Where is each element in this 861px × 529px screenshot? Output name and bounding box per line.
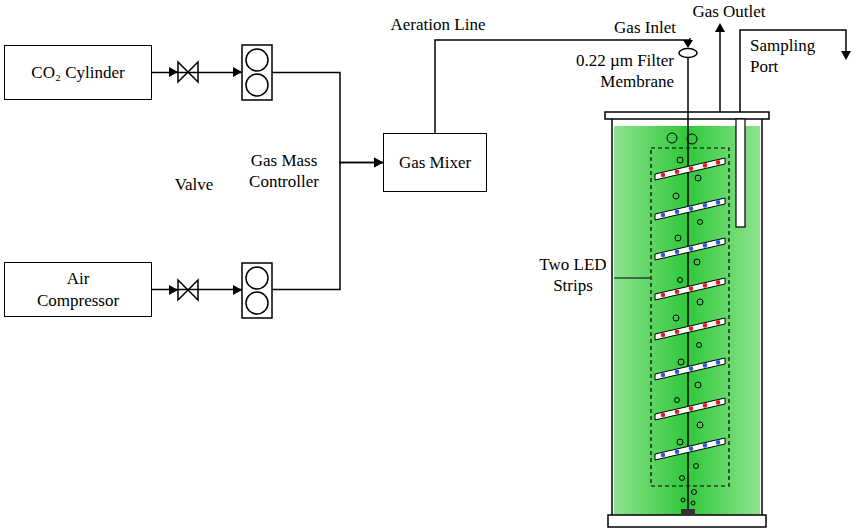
flow-arrowhead bbox=[841, 51, 851, 60]
process-box: CO₂ Cylinder bbox=[4, 45, 152, 100]
reactor-base bbox=[608, 515, 766, 527]
gas-line bbox=[152, 73, 383, 163]
box-label: Gas Mixer bbox=[399, 152, 471, 173]
part-label: 0.22 µm Filter Membrane bbox=[554, 50, 674, 93]
flow-arrowhead bbox=[683, 40, 693, 48]
filter-membrane bbox=[679, 49, 697, 58]
box-label: Air Compressor bbox=[28, 268, 128, 311]
led-region bbox=[651, 148, 729, 486]
part-label: Two LED Strips bbox=[536, 254, 610, 297]
part-label: Gas Mass Controller bbox=[236, 150, 332, 193]
flow-arrowhead bbox=[715, 23, 725, 32]
flow-arrowhead bbox=[169, 67, 178, 77]
mass-controller-symbol bbox=[242, 263, 272, 318]
reactor-vessel bbox=[612, 118, 762, 516]
flow-arrowhead bbox=[233, 67, 242, 77]
valve-symbol bbox=[178, 280, 198, 300]
outlet-tube bbox=[719, 30, 721, 112]
part-label: Valve bbox=[166, 174, 222, 195]
sampling-line bbox=[740, 30, 846, 112]
sampling-tube bbox=[736, 119, 745, 227]
flow-arrowhead bbox=[233, 285, 242, 295]
flow-arrowhead bbox=[169, 285, 178, 295]
part-label: Gas Outlet bbox=[684, 1, 774, 22]
box-label: CO₂ Cylinder bbox=[31, 62, 124, 83]
mass-controller-symbol bbox=[242, 45, 272, 100]
leader-line bbox=[614, 278, 650, 279]
sparger bbox=[681, 509, 695, 515]
arrowhead bbox=[374, 158, 383, 168]
reactor-lid bbox=[605, 112, 769, 119]
part-label: Aeration Line bbox=[378, 14, 498, 35]
bubbles bbox=[667, 133, 703, 505]
process-box: Gas Mixer bbox=[383, 133, 487, 192]
process-box: Air Compressor bbox=[4, 262, 152, 317]
arrowhead bbox=[374, 158, 383, 168]
inlet-tube bbox=[687, 58, 689, 510]
part-label: Gas Inlet bbox=[606, 17, 684, 38]
part-label: Sampling Port bbox=[750, 35, 840, 78]
valve-symbol bbox=[178, 62, 198, 82]
